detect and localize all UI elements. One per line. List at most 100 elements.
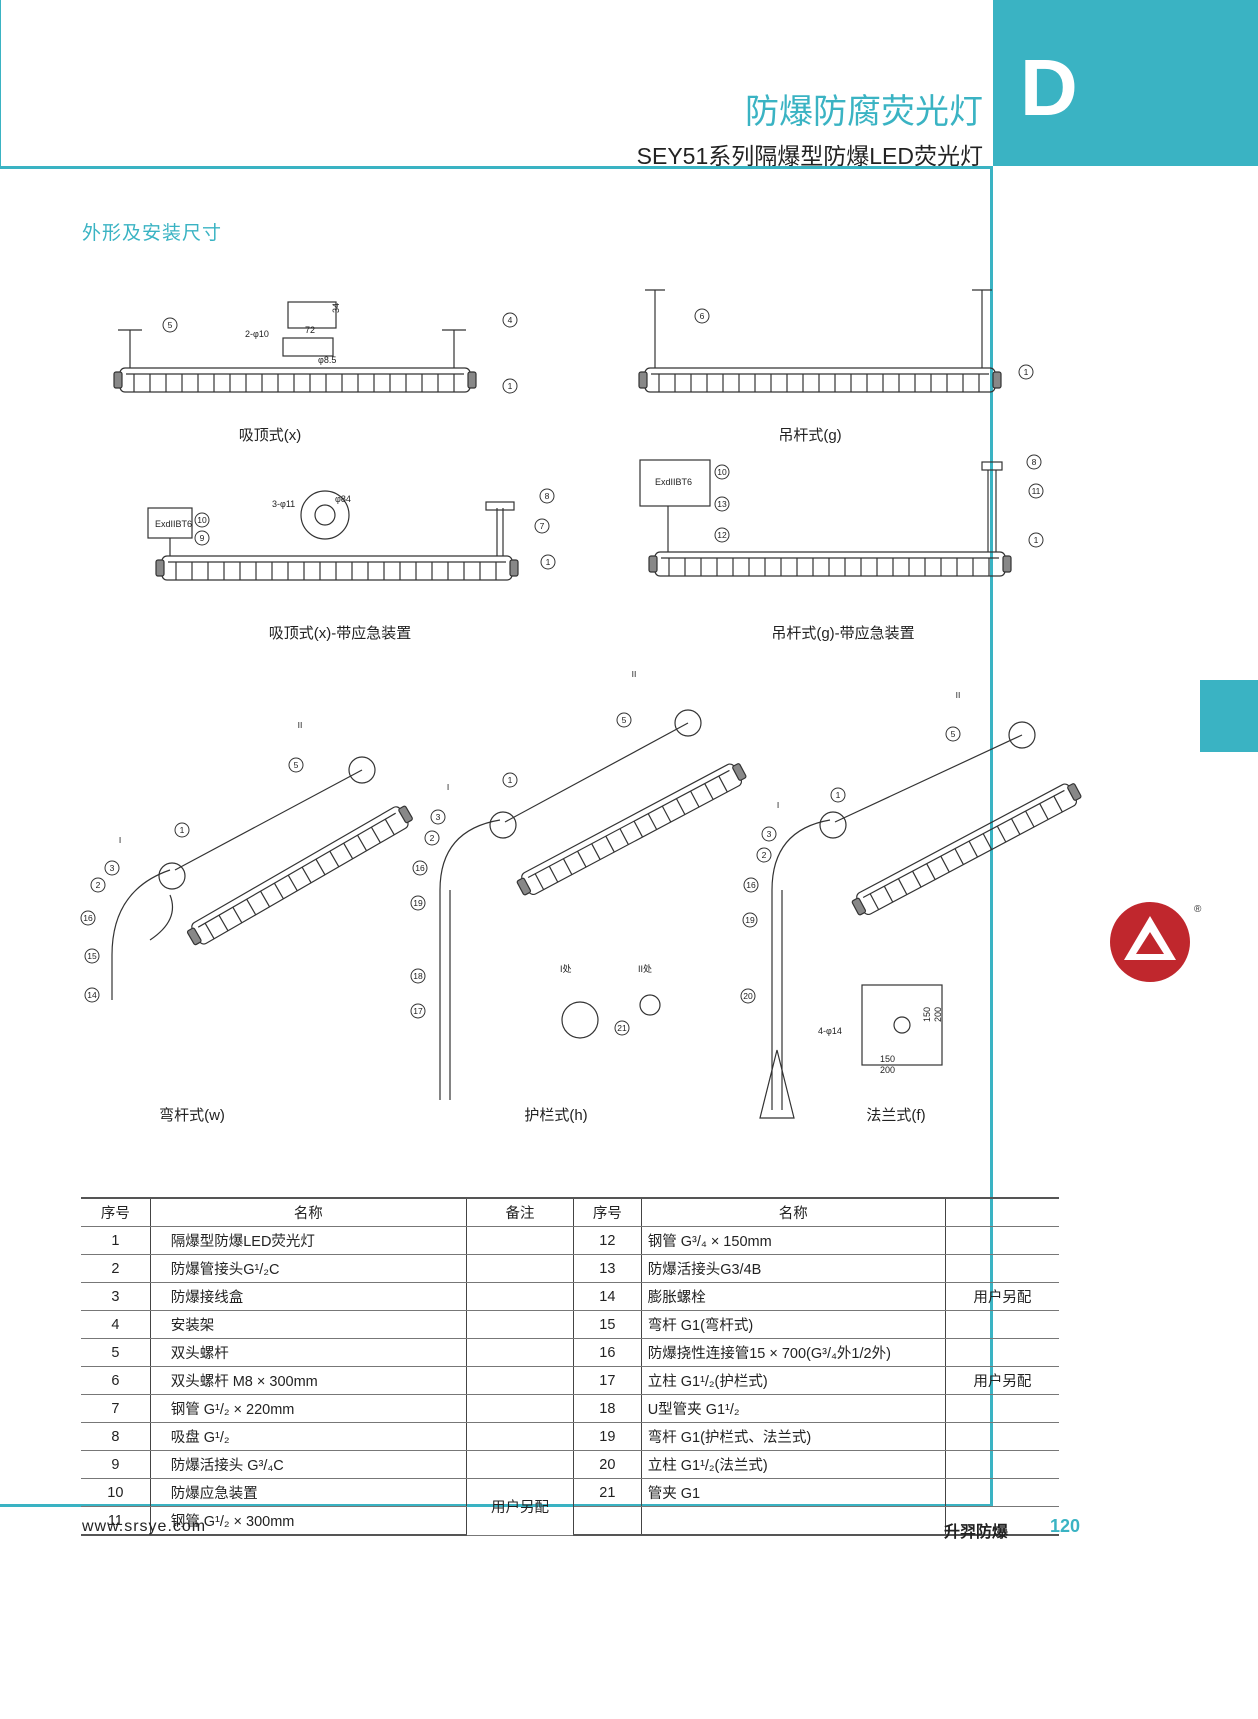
detail-circle	[158, 862, 186, 890]
dim-label: 3-φ11	[272, 499, 295, 509]
svg-text:19: 19	[413, 898, 423, 908]
dim-label: φ8.5	[318, 355, 336, 365]
lamp-body	[648, 551, 1012, 577]
item-name: 防爆活接头G3/4B	[640, 1254, 946, 1283]
dim-label: φ84	[335, 494, 351, 504]
item-note	[944, 1226, 1059, 1255]
page-number: 120	[1050, 1516, 1081, 1536]
svg-text:10: 10	[197, 515, 207, 525]
item-note: 用户另配	[944, 1282, 1059, 1311]
caption-xe: 吸顶式(x)-带应急装置	[269, 624, 412, 642]
tie-rod	[174, 769, 363, 871]
emergency-box	[639, 459, 711, 507]
callout-w-5: 5	[288, 757, 304, 773]
dim-label: 200	[933, 1007, 943, 1022]
callout-h-18: 18	[410, 968, 426, 984]
item-name: 钢管 G¹/₂ × 300mm	[149, 1506, 467, 1536]
svg-text:12: 12	[717, 530, 727, 540]
item-name: 防爆挠性连接管15 × 700(G³/₄外1/2外)	[640, 1338, 946, 1367]
dim-label: 72	[305, 325, 315, 335]
svg-text:1: 1	[180, 825, 185, 835]
svg-text:®: ®	[1194, 904, 1202, 915]
callout-w-3: 3	[104, 860, 120, 876]
item-name: 吸盘 G¹/₂	[149, 1422, 467, 1451]
svg-text:I: I	[777, 800, 779, 810]
svg-text:19: 19	[745, 915, 755, 925]
item-number: 11	[81, 1506, 151, 1536]
item-note	[465, 1394, 575, 1423]
svg-text:14: 14	[87, 990, 97, 1000]
svg-text:II: II	[632, 669, 637, 679]
callout-g-6: 6	[694, 308, 710, 324]
item-number: 7	[81, 1394, 151, 1423]
caption-w: 弯杆式(w)	[159, 1107, 225, 1124]
callout-h-16: 16	[412, 860, 428, 876]
callout-x-1: 1	[502, 378, 518, 394]
svg-text:6: 6	[700, 311, 705, 321]
svg-text:18: 18	[413, 971, 423, 981]
item-number: 13	[573, 1254, 642, 1283]
callout-h-3: 3	[430, 809, 446, 825]
footer-brand: 升羿防爆	[944, 1524, 1009, 1541]
detail-circle	[819, 811, 847, 839]
svg-text:1: 1	[508, 381, 513, 391]
callout-f-2: 2	[756, 847, 772, 863]
part	[893, 1016, 911, 1034]
section-title: 外形及安装尺寸	[82, 223, 223, 244]
svg-text:3: 3	[436, 812, 441, 822]
dim-label: 34	[331, 303, 341, 313]
item-name: 双头螺杆	[149, 1338, 467, 1367]
callout-h-19: 19	[410, 895, 426, 911]
svg-text:1: 1	[1024, 367, 1029, 377]
item-note	[465, 1450, 575, 1479]
footer-url[interactable]: www.srsye.com	[82, 1518, 207, 1535]
item-name: 安装架	[149, 1310, 467, 1339]
svg-text:9: 9	[200, 533, 205, 543]
callout-ge-1: 1	[1028, 532, 1044, 548]
dim-label: 2-φ10	[245, 329, 269, 339]
suction-cup	[981, 461, 1003, 471]
svg-text:3: 3	[767, 829, 772, 839]
item-name: 隔爆型防爆LED荧光灯	[149, 1226, 467, 1255]
item-number: 4	[81, 1310, 151, 1339]
item-note	[465, 1254, 575, 1283]
item-note	[944, 1310, 1059, 1339]
caption-f: 法兰式(f)	[866, 1107, 925, 1124]
item-number: 3	[81, 1282, 151, 1311]
svg-text:II: II	[298, 720, 303, 730]
detail-circle	[674, 709, 702, 737]
mounting-disc	[300, 490, 350, 540]
chapter-letter: D	[1020, 43, 1078, 132]
side-tab	[1200, 680, 1258, 752]
bracket-plate	[282, 337, 334, 357]
svg-text:5: 5	[168, 320, 173, 330]
svg-text:1: 1	[546, 557, 551, 567]
item-name: 防爆接线盒	[149, 1282, 467, 1311]
item-name: 弯杆 G1(弯杆式)	[640, 1310, 946, 1339]
box-label: ExdIIBT6	[155, 519, 192, 529]
item-number: 19	[573, 1422, 642, 1451]
callout-w-16: 16	[80, 910, 96, 926]
svg-text:16: 16	[746, 880, 756, 890]
tie-rod	[504, 722, 689, 823]
item-note	[465, 1422, 575, 1451]
column-header: 备注	[465, 1197, 575, 1227]
item-number: 20	[573, 1450, 642, 1479]
callout-w-I: I	[119, 835, 121, 845]
item-name: 立柱 G1¹/₂(法兰式)	[640, 1450, 946, 1479]
svg-text:8: 8	[1032, 457, 1037, 467]
item-number: 16	[573, 1338, 642, 1367]
svg-text:II: II	[956, 690, 961, 700]
lamp-body	[638, 367, 1002, 393]
item-name: 立柱 G1¹/₂(护栏式)	[640, 1366, 946, 1395]
svg-text:4: 4	[508, 315, 513, 325]
table-header-row: 序号名称备注序号名称	[81, 1197, 1059, 1227]
item-name: 钢管 G¹/₂ × 220mm	[149, 1394, 467, 1423]
svg-text:8: 8	[545, 491, 550, 501]
svg-text:1: 1	[508, 775, 513, 785]
svg-text:20: 20	[743, 991, 753, 1001]
